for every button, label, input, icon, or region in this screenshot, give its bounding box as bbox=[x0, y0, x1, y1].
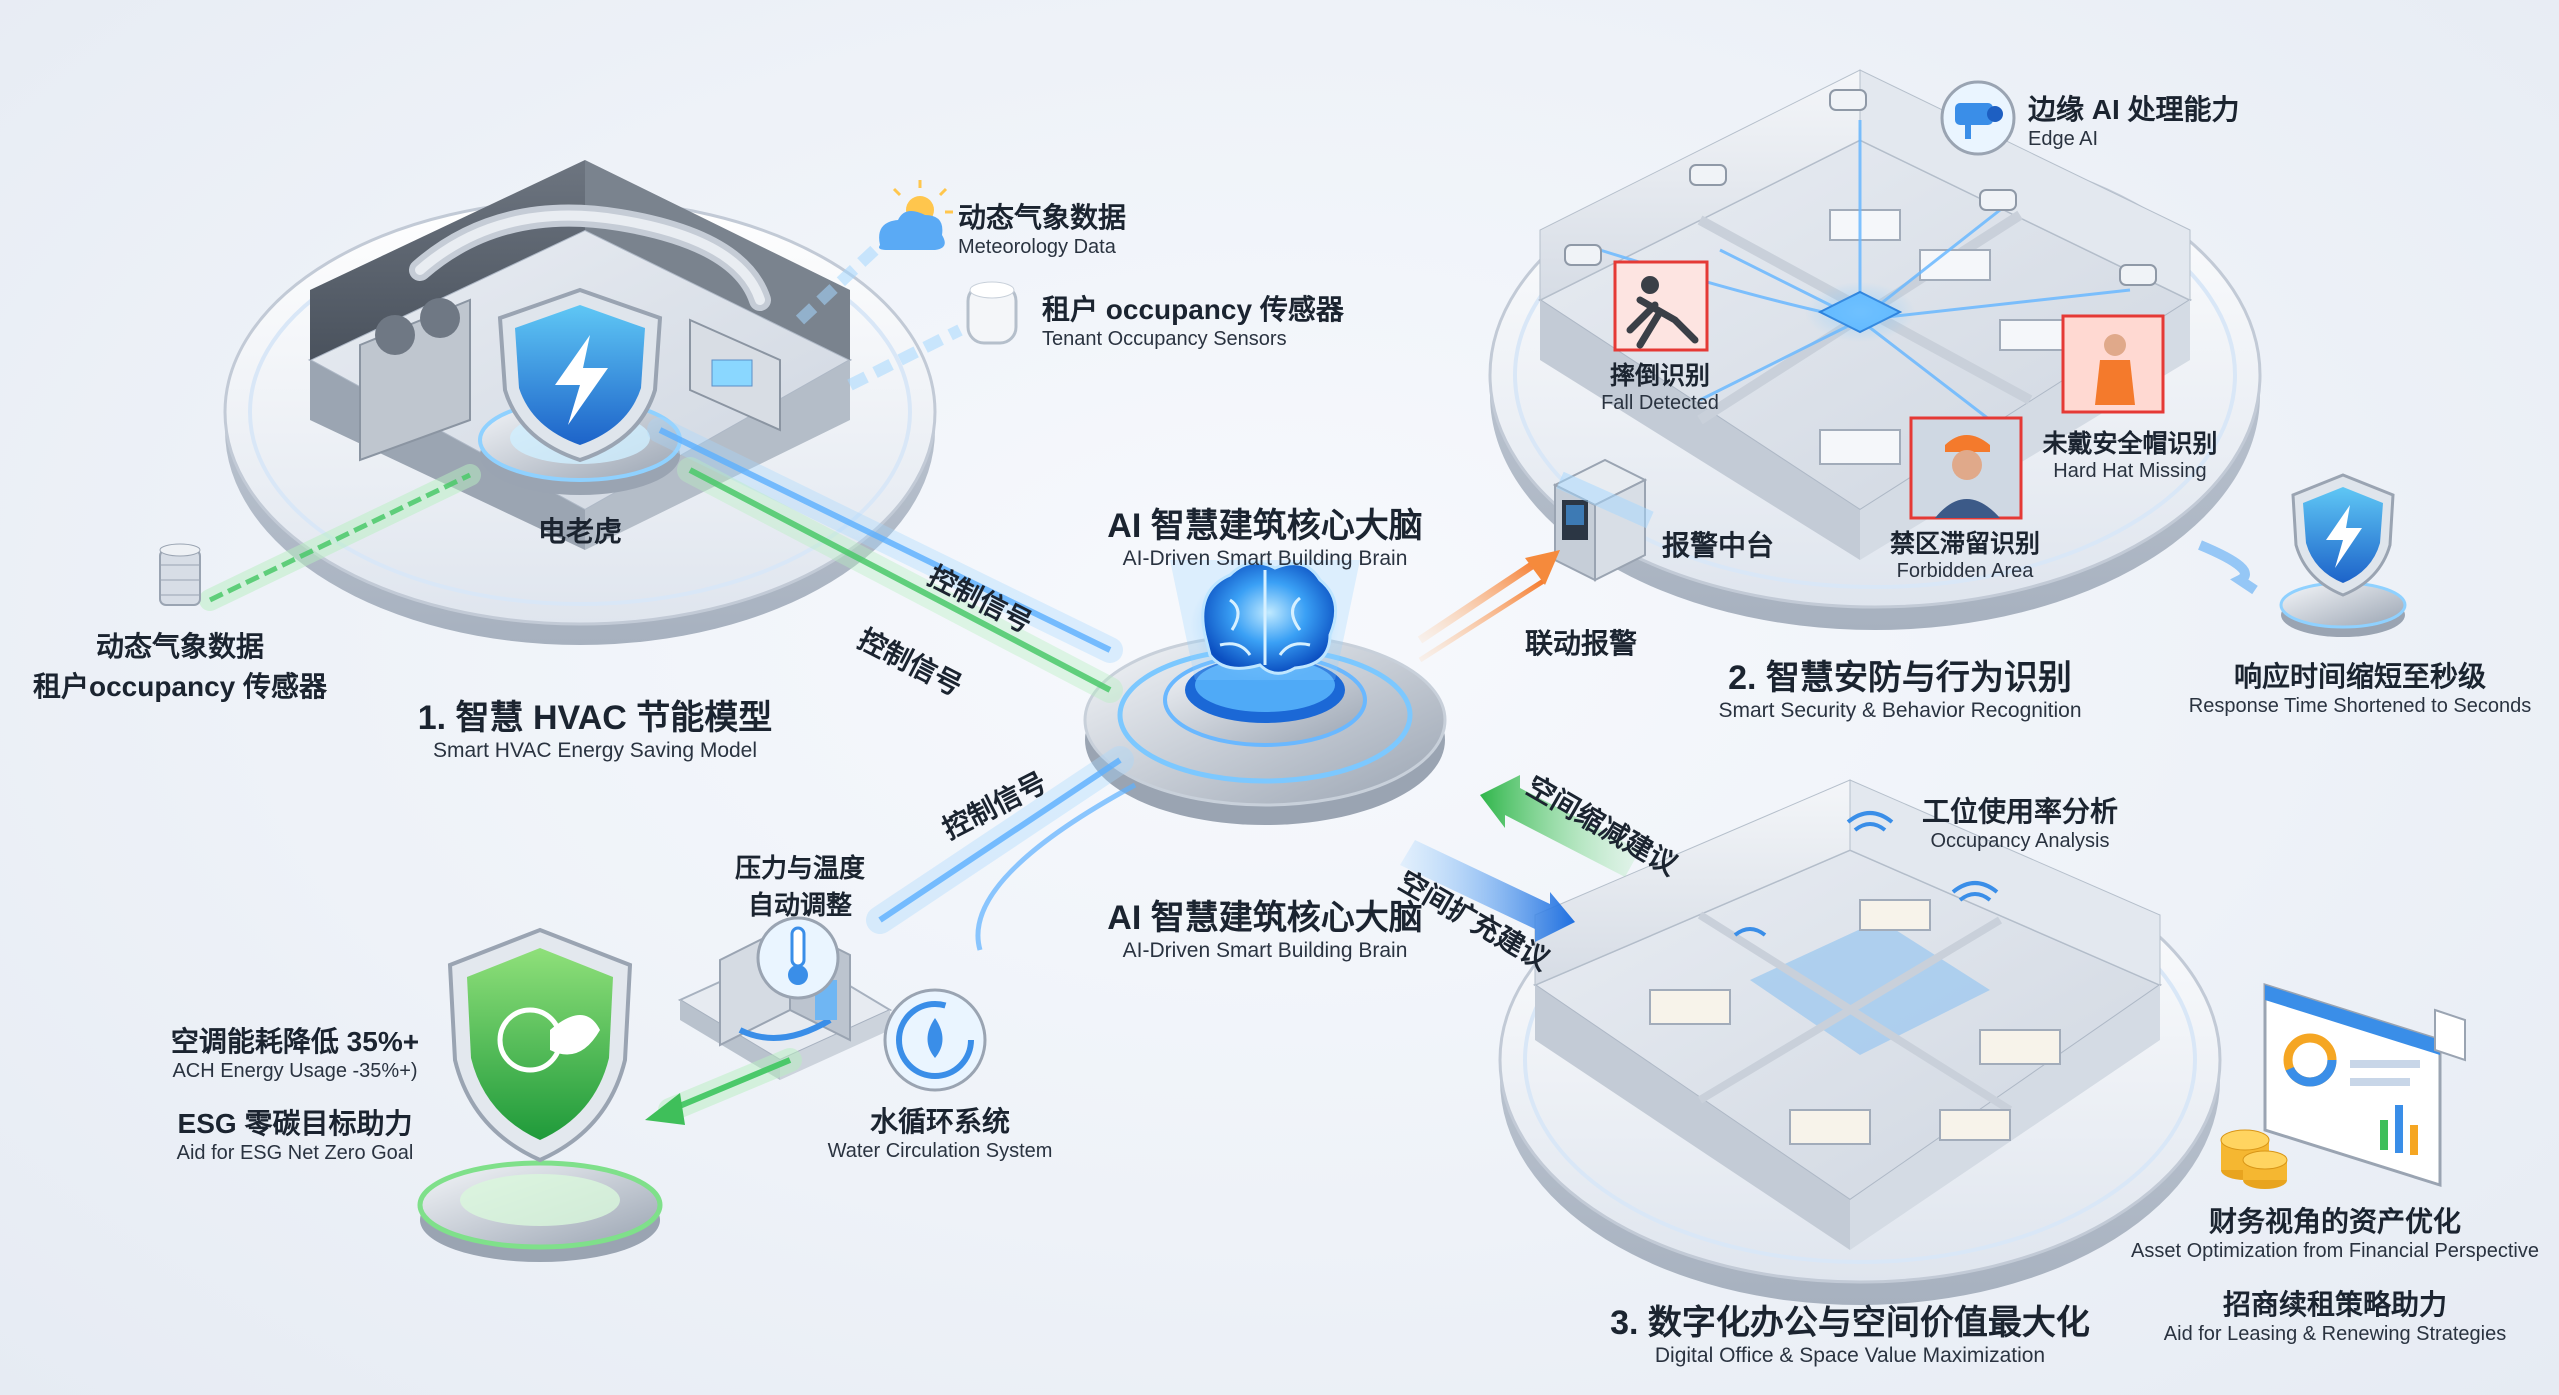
hvac-device-label: 电老虎 bbox=[537, 516, 622, 547]
esg-goal-zh: ESG 零碳目标助力 bbox=[177, 1108, 413, 1139]
weather-en: Meteorology Data bbox=[958, 236, 1116, 258]
occupancy-analysis-zh: 工位使用率分析 bbox=[1921, 796, 2118, 827]
fall-detected-en: Fall Detected bbox=[1601, 392, 1719, 414]
response-shield-icon bbox=[2279, 473, 2407, 637]
edge-ai-en: Edge AI bbox=[2028, 128, 2099, 150]
linkage-alarm-label: 联动报警 bbox=[1525, 628, 1638, 659]
esg-goal-label: ESG 零碳目标助力 Aid for ESG Net Zero Goal bbox=[140, 1102, 450, 1165]
hub-to-security-beam bbox=[1556, 471, 1654, 529]
sensor-stack-icon bbox=[159, 543, 201, 606]
security-section-zh: 2. 智慧安防与行为识别 bbox=[1728, 659, 2072, 697]
office-section-en: Digital Office & Space Value Maximizatio… bbox=[1654, 1344, 2046, 1367]
occupancy-sensor-icon bbox=[966, 281, 1018, 345]
security-section-en: Smart Security & Behavior Recognition bbox=[1718, 699, 2082, 722]
hvac-shield-icon bbox=[497, 287, 663, 463]
occupancy-analysis-label: 工位使用率分析 Occupancy Analysis bbox=[1880, 790, 2160, 853]
pressure-temp-line1: 压力与温度 bbox=[734, 853, 865, 883]
leasing-strategy-zh: 招商续租策略助力 bbox=[2222, 1289, 2447, 1320]
asset-optimization-en: Asset Optimization from Financial Perspe… bbox=[2131, 1240, 2539, 1262]
hvac-section-en: Smart HVAC Energy Saving Model bbox=[432, 739, 758, 762]
hvac-input-label: 动态气象数据 租户occupancy 传感器 bbox=[20, 625, 340, 705]
fall-detected-label: 摔倒识别 Fall Detected bbox=[1570, 356, 1750, 415]
esg-shield-icon bbox=[417, 927, 663, 1262]
space-expand-arrow bbox=[1400, 840, 1575, 942]
asset-optimization-zh: 财务视角的资产优化 bbox=[2208, 1206, 2461, 1237]
hardhat-missing-zh: 未戴安全帽识别 bbox=[2042, 430, 2218, 458]
pressure-temp-line2: 自动调整 bbox=[747, 890, 852, 920]
brain-icon bbox=[1190, 561, 1340, 683]
hub-title-bottom: AI 智慧建筑核心大脑 AI-Driven Smart Building Bra… bbox=[1040, 890, 1490, 963]
fall-detected-frame bbox=[1613, 260, 1709, 352]
hub-title-bottom-zh: AI 智慧建筑核心大脑 bbox=[1107, 899, 1423, 937]
hardhat-missing-en: Hard Hat Missing bbox=[2053, 460, 2207, 482]
forbidden-area-label: 禁区滞留识别 Forbidden Area bbox=[1860, 524, 2070, 583]
office-section-zh: 3. 数字化办公与空间价值最大化 bbox=[1610, 1304, 2090, 1342]
weather-zh: 动态气象数据 bbox=[958, 202, 1127, 233]
hub-to-water-beam bbox=[866, 746, 1137, 951]
occupancy-analysis-en: Occupancy Analysis bbox=[1930, 830, 2110, 852]
weather-icon bbox=[879, 180, 953, 250]
hvac-units bbox=[359, 204, 781, 462]
pressure-temp-label: 压力与温度 自动调整 bbox=[700, 848, 900, 922]
response-time-en: Response Time Shortened to Seconds bbox=[2188, 695, 2532, 717]
response-time-zh: 响应时间缩短至秒级 bbox=[2233, 661, 2486, 692]
space-shrink-arrow bbox=[1480, 775, 1640, 877]
office-platform bbox=[1498, 779, 2222, 1305]
hub-title-top-en: AI-Driven Smart Building Brain bbox=[1122, 547, 1408, 570]
energy-reduction-en: ACH Energy Usage -35%+) bbox=[172, 1060, 418, 1082]
forbidden-area-en: Forbidden Area bbox=[1896, 560, 2034, 582]
hub-to-hvac-beams bbox=[647, 417, 1123, 703]
energy-reduction-label: 空调能耗降低 35%+ ACH Energy Usage -35%+) bbox=[140, 1020, 450, 1083]
wifi-icon bbox=[1733, 811, 1999, 937]
energy-reduction-zh: 空调能耗降低 35%+ bbox=[170, 1026, 420, 1057]
asset-optimization-label: 财务视角的资产优化 Asset Optimization from Financ… bbox=[2115, 1200, 2555, 1263]
forbidden-area-frame bbox=[1909, 416, 2023, 520]
hub-title-top-zh: AI 智慧建筑核心大脑 bbox=[1107, 507, 1423, 545]
leasing-strategy-en: Aid for Leasing & Renewing Strategies bbox=[2163, 1323, 2507, 1345]
hub-title-top: AI 智慧建筑核心大脑 AI-Driven Smart Building Bra… bbox=[1040, 498, 1490, 571]
esg-goal-en: Aid for ESG Net Zero Goal bbox=[176, 1142, 414, 1164]
water-system-zh: 水循环系统 bbox=[869, 1106, 1010, 1137]
edge-ai-zh: 边缘 AI 处理能力 bbox=[2028, 94, 2240, 125]
fall-detected-zh: 摔倒识别 bbox=[1609, 362, 1710, 390]
occupancy-sensor-en: Tenant Occupancy Sensors bbox=[1042, 328, 1287, 350]
thermometer-icon bbox=[756, 916, 840, 1000]
office-section-title: 3. 数字化办公与空间价值最大化 Digital Office & Space … bbox=[1580, 1295, 2120, 1368]
leasing-strategy-label: 招商续租策略助力 Aid for Leasing & Renewing Stra… bbox=[2130, 1283, 2540, 1346]
hvac-platform bbox=[223, 160, 937, 645]
security-section-title: 2. 智慧安防与行为识别 Smart Security & Behavior R… bbox=[1670, 650, 2130, 723]
coins-icon bbox=[2220, 1129, 2288, 1189]
water-system-label: 水循环系统 Water Circulation System bbox=[790, 1100, 1090, 1163]
weather-label: 动态气象数据 Meteorology Data bbox=[958, 196, 1126, 259]
data-source-beams bbox=[795, 240, 963, 391]
forbidden-area-zh: 禁区滞留识别 bbox=[1889, 530, 2040, 558]
hvac-input-line2: 租户occupancy 传感器 bbox=[32, 671, 328, 702]
water-cycle-icon bbox=[883, 988, 987, 1092]
water-to-esg-arrow bbox=[645, 1048, 802, 1125]
central-hub bbox=[1083, 560, 1447, 825]
hardhat-missing-label: 未戴安全帽识别 Hard Hat Missing bbox=[2020, 424, 2240, 483]
linkage-alarm-arrow bbox=[1417, 550, 1560, 663]
water-system-en: Water Circulation System bbox=[827, 1140, 1053, 1162]
hub-title-bottom-en: AI-Driven Smart Building Brain bbox=[1122, 939, 1408, 962]
hvac-input-line1: 动态气象数据 bbox=[95, 631, 264, 662]
occupancy-sensor-zh: 租户 occupancy 传感器 bbox=[1042, 294, 1344, 325]
alarm-center-label: 报警中台 bbox=[1662, 530, 1775, 561]
hvac-section-zh: 1. 智慧 HVAC 节能模型 bbox=[417, 699, 773, 737]
hardhat-missing-frame bbox=[2061, 314, 2165, 414]
response-time-label: 响应时间缩短至秒级 Response Time Shortened to Sec… bbox=[2170, 655, 2550, 718]
response-arrow bbox=[2198, 540, 2258, 595]
hvac-section-title: 1. 智慧 HVAC 节能模型 Smart HVAC Energy Saving… bbox=[355, 690, 835, 763]
edge-ai-label: 边缘 AI 处理能力 Edge AI bbox=[2028, 88, 2240, 151]
hvac-input-beam bbox=[199, 464, 481, 611]
analytics-dashboard-icon bbox=[2263, 982, 2466, 1188]
edge-camera-icon bbox=[1940, 80, 2016, 156]
occupancy-sensor-label: 租户 occupancy 传感器 Tenant Occupancy Sensor… bbox=[1042, 288, 1344, 351]
